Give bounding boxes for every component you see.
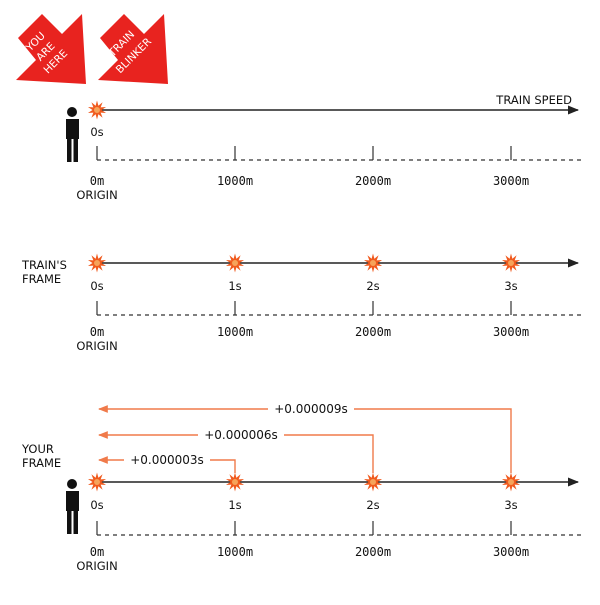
starburst-core (370, 260, 376, 266)
starburst-core (232, 479, 238, 485)
starburst-core (370, 479, 376, 485)
starburst-core (94, 107, 100, 113)
trains-frame-label-2: FRAME (22, 272, 61, 286)
train-blinker-arrow-shape (98, 14, 168, 84)
starburst-core (94, 260, 100, 266)
delay-arrow-3: +0.000009s (98, 400, 512, 473)
time-label-train-2: 2s (366, 279, 379, 293)
flash-your-frame-2 (363, 472, 383, 492)
distance-tick-top-3: 3000m (493, 174, 529, 188)
observer-figure-bottom (66, 479, 79, 534)
flash-trains-frame-1 (225, 253, 245, 273)
distance-tick-top-0: 0m (90, 174, 104, 188)
train-blinker-callout: TRAIN BLINKER (98, 14, 168, 84)
origin-label-mid: ORIGIN (76, 339, 117, 353)
time-label-top-0: 0s (90, 125, 103, 139)
delay-arrow-1: +0.000003s (98, 451, 236, 473)
delay-label-1: +0.000003s (130, 453, 204, 467)
time-label-your-3: 3s (504, 498, 517, 512)
starburst-core (94, 479, 100, 485)
your-frame-label-1: YOUR (21, 442, 54, 456)
starburst-core (508, 479, 514, 485)
time-label-your-0: 0s (90, 498, 103, 512)
your-frame-label-2: FRAME (22, 456, 61, 470)
origin-label-top: ORIGIN (76, 188, 117, 202)
observer-figure-top (66, 107, 79, 162)
delay-label-2: +0.000006s (204, 428, 278, 442)
distance-tick-top-1: 1000m (217, 174, 253, 188)
distance-tick-bot-0: 0m (90, 545, 104, 559)
blinker-flash-top (87, 100, 107, 120)
trains-frame-label-1: TRAIN'S (21, 258, 67, 272)
distance-tick-bot-1: 1000m (217, 545, 253, 559)
origin-label-bot: ORIGIN (76, 559, 117, 573)
distance-tick-mid-3: 3000m (493, 325, 529, 339)
distance-tick-bot-2: 2000m (355, 545, 391, 559)
distance-tick-mid-1: 1000m (217, 325, 253, 339)
distance-tick-mid-0: 0m (90, 325, 104, 339)
time-label-train-0: 0s (90, 279, 103, 293)
distance-tick-top-2: 2000m (355, 174, 391, 188)
train-speed-label: TRAIN SPEED (495, 93, 572, 107)
time-label-your-2: 2s (366, 498, 379, 512)
distance-scale-top (96, 146, 582, 161)
delay-label-3: +0.000009s (274, 402, 348, 416)
time-label-your-1: 1s (228, 498, 241, 512)
distance-tick-mid-2: 2000m (355, 325, 391, 339)
time-label-train-3: 3s (504, 279, 517, 293)
you-are-here-arrow-shape (16, 14, 86, 84)
flash-your-frame-3 (501, 472, 521, 492)
flash-trains-frame-0 (87, 253, 107, 273)
distance-scale-bottom (96, 521, 582, 536)
delay-arrow-2: +0.000006s (98, 426, 374, 473)
you-are-here-callout: YOU ARE HERE (16, 14, 86, 84)
distance-scale-middle (96, 301, 582, 316)
starburst-core (508, 260, 514, 266)
distance-tick-bot-3: 3000m (493, 545, 529, 559)
flash-trains-frame-2 (363, 253, 383, 273)
flash-trains-frame-3 (501, 253, 521, 273)
flash-your-frame-0 (87, 472, 107, 492)
starburst-core (232, 260, 238, 266)
flash-your-frame-1 (225, 472, 245, 492)
time-label-train-1: 1s (228, 279, 241, 293)
